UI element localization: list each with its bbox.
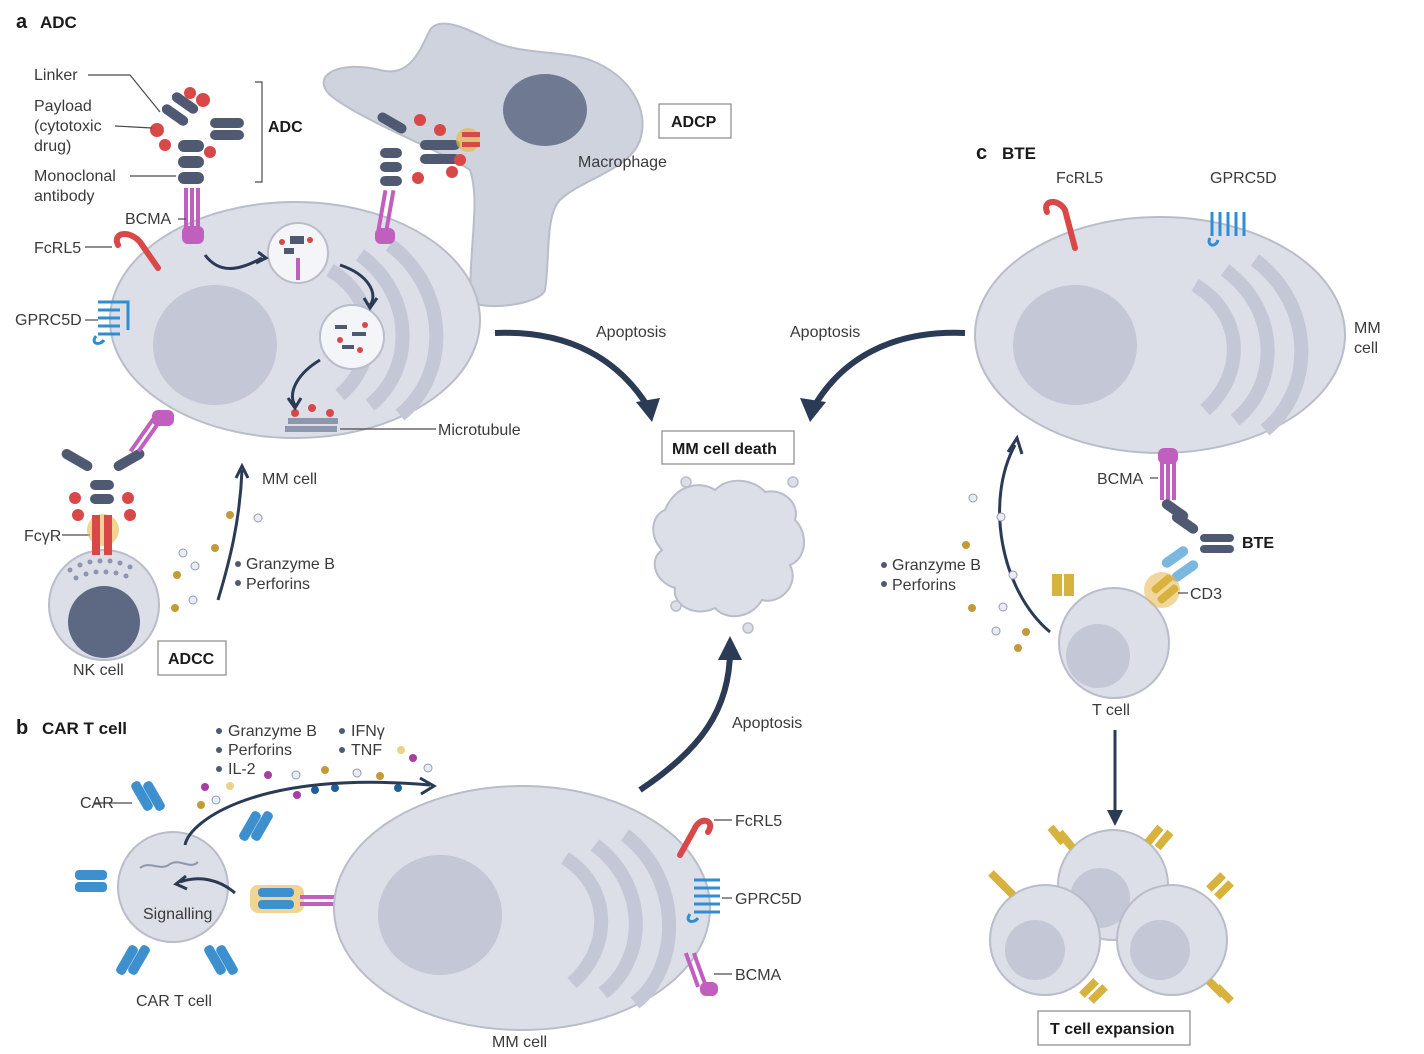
apoptosis-label-right: Apoptosis — [790, 324, 860, 341]
bcma-label-b: BCMA — [735, 967, 782, 984]
mm-label-c-1: MM — [1354, 320, 1381, 337]
bcma-label-a: BCMA — [125, 211, 172, 228]
t-cell-expansion-label: T cell expansion — [1050, 1021, 1174, 1038]
mab-label-2: antibody — [34, 188, 95, 205]
ifng-label: IFNγ — [351, 723, 385, 740]
macrophage-label: Macrophage — [578, 154, 667, 171]
adc-bracket-label: ADC — [268, 119, 303, 136]
apoptosis-arrow-left — [494, 329, 653, 412]
fcrl5-label-c: FcRL5 — [1056, 170, 1103, 187]
panel-c-letter: c — [976, 142, 987, 164]
payload-label-3: drug) — [34, 138, 71, 155]
gprc5d-label-c: GPRC5D — [1210, 170, 1277, 187]
mm-cell-label-b: MM cell — [492, 1034, 547, 1051]
payload-label-1: Payload — [34, 98, 92, 115]
signalling-label: Signalling — [143, 906, 212, 923]
apoptosis-label-bottom: Apoptosis — [732, 715, 802, 732]
fcrl5-receptor-b — [677, 817, 714, 858]
lysosome — [319, 304, 385, 370]
gprc5d-receptor-b — [694, 878, 720, 914]
microtubule — [288, 418, 338, 424]
panel-a-title: ADC — [40, 13, 77, 32]
fcrl5-label-a: FcRL5 — [34, 240, 81, 257]
perforins-label-a: Perforins — [246, 576, 310, 593]
adcp-label: ADCP — [671, 114, 717, 131]
bcma-receptor-nk — [128, 410, 174, 453]
macrophage-nucleus — [503, 74, 587, 146]
perforins-label-c: Perforins — [892, 577, 956, 594]
t-cell-nucleus — [1066, 624, 1130, 688]
panel-b-title: CAR T cell — [42, 719, 127, 738]
panel-a-letter: a — [16, 11, 28, 33]
adcp-box — [658, 103, 732, 139]
gprc5d-receptor-a — [98, 300, 130, 336]
granzyme-label-c: Granzyme B — [892, 557, 981, 574]
t-cell-expansion-box — [1037, 1010, 1191, 1046]
mm-cell-a-nucleus — [153, 285, 277, 405]
bte-label: BTE — [1242, 535, 1274, 552]
mm-cell-death-box — [661, 430, 795, 465]
gprc5d-receptor-c — [1210, 212, 1246, 236]
panel-c-title: BTE — [1002, 144, 1036, 163]
granzyme-label-b: Granzyme B — [228, 723, 317, 740]
bte-molecule — [1161, 499, 1234, 582]
cytokine-dots — [197, 746, 433, 809]
fcrl5-receptor-a — [113, 231, 161, 271]
mab-label-1: Monoclonal — [34, 168, 116, 185]
panel-b-letter: b — [16, 717, 28, 739]
perforins-label-b: Perforins — [228, 742, 292, 759]
adcc-label: ADCC — [168, 651, 215, 668]
adcp-antibody — [377, 112, 480, 186]
fcrl5-receptor-c — [1043, 199, 1078, 251]
il2-label: IL-2 — [228, 761, 256, 778]
granzyme-label-a: Granzyme B — [246, 556, 335, 573]
mm-cell-label-a: MM cell — [262, 471, 317, 488]
bcma-receptor-c — [1158, 448, 1178, 500]
mm-cell-b-nucleus — [378, 855, 502, 975]
t-cell-label: T cell — [1092, 702, 1130, 719]
fcgr-label: FcγR — [24, 528, 61, 545]
car-label: CAR — [80, 795, 114, 812]
dying-cell — [652, 479, 805, 618]
mm-cell-c-nucleus — [1013, 285, 1137, 405]
gprc5d-label-a: GPRC5D — [15, 312, 82, 329]
bcma-receptor-a — [182, 188, 204, 244]
bcma-label-c: BCMA — [1097, 471, 1144, 488]
microtubule-label: Microtubule — [438, 422, 521, 439]
gprc5d-label-b: GPRC5D — [735, 891, 802, 908]
nk-cell-label: NK cell — [73, 662, 124, 679]
mm-label-c-2: cell — [1354, 340, 1378, 357]
apoptosis-arrow-bottom — [638, 649, 733, 793]
nk-cell-nucleus — [68, 586, 140, 658]
tnf-label: TNF — [351, 742, 382, 759]
car-receptors — [75, 781, 273, 975]
bcma-receptor-a2 — [375, 189, 396, 244]
cd3-receptor — [1052, 572, 1180, 608]
apoptosis-arrow-right — [809, 329, 966, 412]
apoptosis-label-left: Apoptosis — [596, 324, 666, 341]
adc-antibody — [150, 87, 244, 184]
endosome-1 — [267, 222, 329, 284]
expanded-t-cells — [988, 824, 1234, 1004]
mm-cell-death-label: MM cell death — [672, 441, 777, 458]
payload-label-2: (cytotoxic — [34, 118, 102, 135]
car-t-cell-label: CAR T cell — [136, 993, 212, 1010]
cd3-label: CD3 — [1190, 586, 1222, 603]
bcma-receptor-b — [683, 952, 718, 996]
fcrl5-label-b: FcRL5 — [735, 813, 782, 830]
linker-label: Linker — [34, 67, 78, 84]
nk-antibody — [61, 449, 145, 555]
adcc-box — [157, 640, 227, 676]
car-t-cell — [117, 831, 229, 943]
